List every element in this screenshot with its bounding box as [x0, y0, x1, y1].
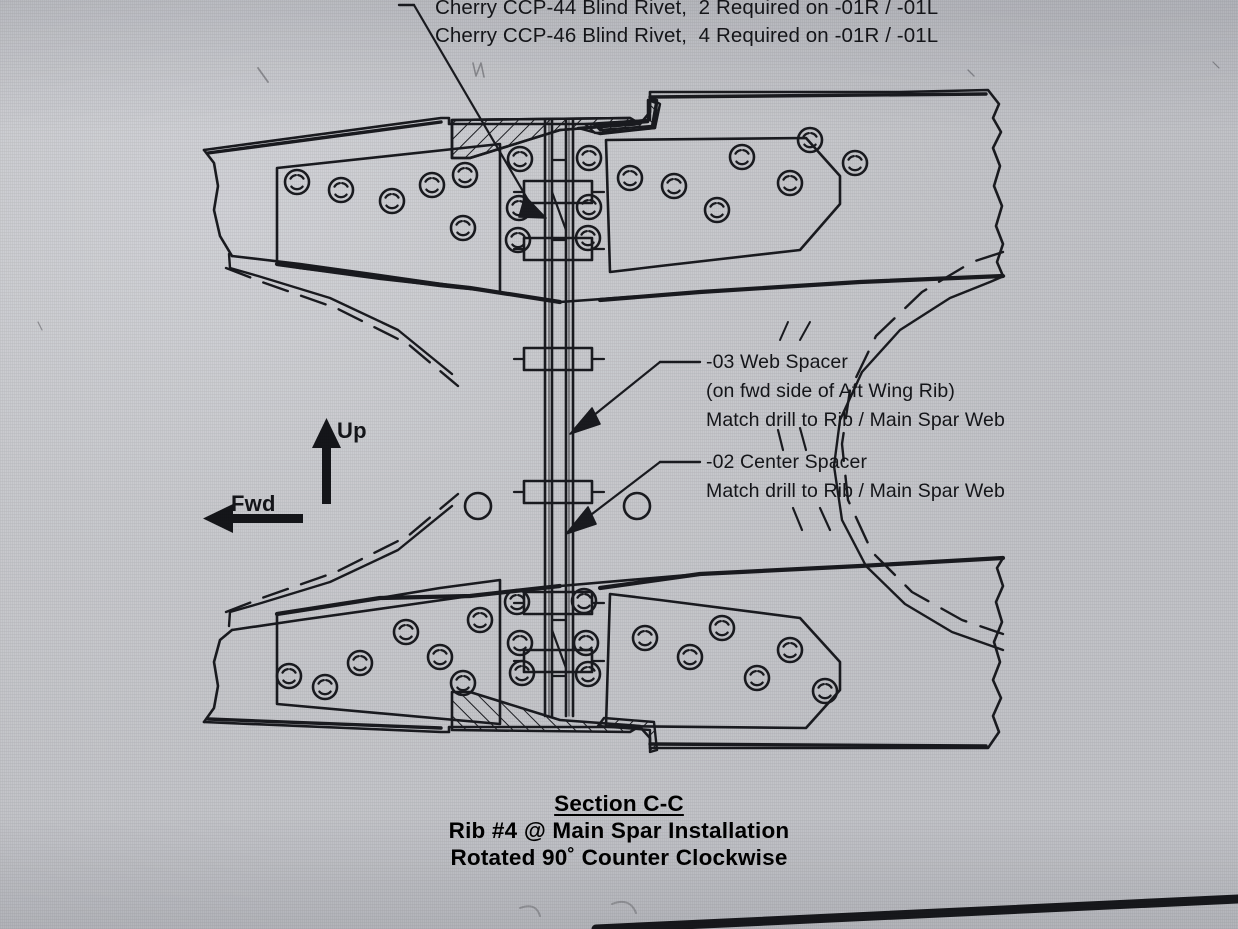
left-arrow-icon — [203, 504, 303, 533]
direction-arrows — [203, 418, 341, 533]
right-lightening-hole-arcs — [832, 250, 1006, 652]
leader-lines — [397, 3, 832, 535]
main-spar-web — [543, 118, 575, 718]
lower-rib-assembly — [202, 492, 1006, 754]
paper-marks — [37, 61, 1220, 331]
up-arrow-icon — [312, 418, 341, 504]
upper-rib-assembly — [202, 88, 1006, 388]
upper-rivets — [283, 126, 869, 254]
center-spacer-fastener — [512, 479, 606, 505]
caption-title: Section C-C — [554, 791, 684, 816]
header-note-1: Cherry CCP-44 Blind Rivet, 2 Required on… — [435, 0, 939, 19]
callout-web-spacer-line-3: Match drill to Rib / Main Spar Web — [706, 409, 1005, 431]
bottom-tape-edge — [519, 894, 1238, 929]
caption-title-row: Section C-C — [0, 791, 1238, 817]
web-spacer-fastener — [512, 346, 606, 372]
direction-label-fwd: Fwd — [231, 491, 276, 516]
callout-web-spacer-line-1: -03 Web Spacer — [706, 351, 848, 373]
caption-line-3-row: Rotated 90˚ Counter Clockwise — [0, 845, 1238, 871]
lightening-hole-marks — [463, 491, 652, 521]
callout-web-spacer-line-2: (on fwd side of Aft Wing Rib) — [706, 380, 955, 402]
callout-center-spacer-line-1: -02 Center Spacer — [706, 451, 868, 473]
caption-line-2: Rib #4 @ Main Spar Installation — [448, 818, 790, 843]
callout-center-spacer-line-2: Match drill to Rib / Main Spar Web — [706, 480, 1005, 502]
caption-line-2-row: Rib #4 @ Main Spar Installation — [0, 818, 1238, 844]
direction-label-up: Up — [337, 418, 367, 443]
header-note-2: Cherry CCP-46 Blind Rivet, 4 Required on… — [435, 24, 939, 47]
caption-line-3: Rotated 90˚ Counter Clockwise — [450, 845, 788, 870]
